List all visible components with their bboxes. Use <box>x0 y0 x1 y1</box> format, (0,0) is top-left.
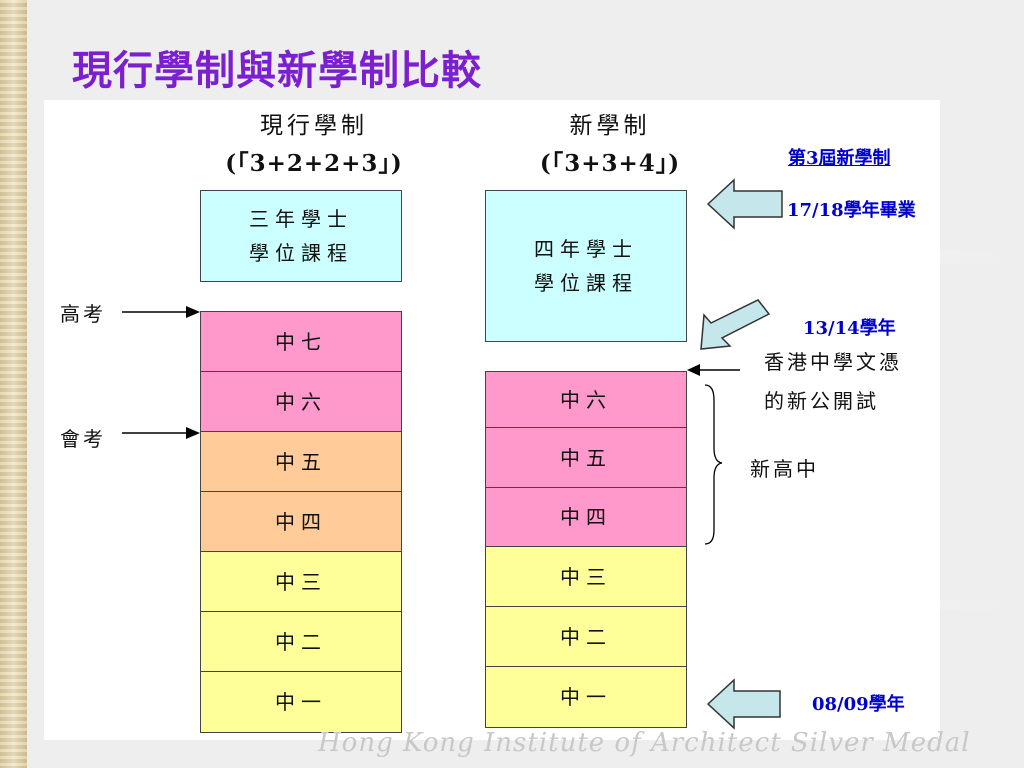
current-degree-box: 三年學士學位課程 <box>200 190 402 282</box>
cohort-label: 第3屆新學制 <box>788 148 891 169</box>
current-degree-line1: 三年學士 <box>249 207 353 231</box>
new-degree-line2: 學位課程 <box>534 271 638 295</box>
hkcee-pointer-arrow <box>122 427 200 439</box>
start-year-label: 08/09學年 <box>812 694 905 715</box>
current-level-s4: 中四 <box>200 491 402 552</box>
senior-secondary-label: 新高中 <box>750 457 819 481</box>
new-degree-box: 四年學士學位課程 <box>485 190 687 342</box>
dse-name-line2: 的新公開試 <box>764 389 879 413</box>
connector-layer <box>122 178 783 730</box>
dse-pointer-arrow <box>687 364 740 376</box>
diagram-panel: 現行學制 (「3+2+2+3」) 新學制 (「3+3+4」) 三年學士學位課程 … <box>44 100 940 740</box>
start-year-block-arrow <box>706 678 781 730</box>
graduation-block-arrow <box>706 178 783 230</box>
alevel-exam-label: 高考 <box>60 302 106 326</box>
dse-name-line1: 香港中學文憑 <box>764 350 902 374</box>
hkcee-exam-label: 會考 <box>60 427 106 451</box>
current-system-header: 現行學制 (「3+2+2+3」) <box>184 106 444 178</box>
current-system-formula: (「3+2+2+3」) <box>225 150 403 177</box>
new-system-header: 新學制 (「3+3+4」) <box>480 106 740 178</box>
current-level-s5: 中五 <box>200 431 402 492</box>
dse-year-label: 13/14學年 <box>803 318 896 339</box>
current-level-s6: 中六 <box>200 371 402 432</box>
new-level-s1: 中一 <box>485 666 687 728</box>
current-level-s7: 中七 <box>200 311 402 372</box>
graduation-year-label: 17/18學年畢業 <box>787 200 916 221</box>
new-system-name: 新學制 <box>569 113 651 139</box>
new-system-formula: (「3+3+4」) <box>539 150 681 177</box>
current-level-s1: 中一 <box>200 671 402 733</box>
new-level-s5: 中五 <box>485 427 687 488</box>
senior-secondary-brace <box>704 384 723 545</box>
alevel-pointer-arrow <box>122 306 200 318</box>
watermark-text: Hong Kong Institute of Architect Silver … <box>318 728 971 758</box>
new-degree-line1: 四年學士 <box>534 237 638 261</box>
current-degree-line2: 學位課程 <box>249 241 353 265</box>
slide-title: 現行學制與新學制比較 <box>72 47 482 94</box>
dse-block-arrow <box>700 299 771 350</box>
current-system-name: 現行學制 <box>260 113 368 139</box>
parchment-strip <box>0 0 27 768</box>
